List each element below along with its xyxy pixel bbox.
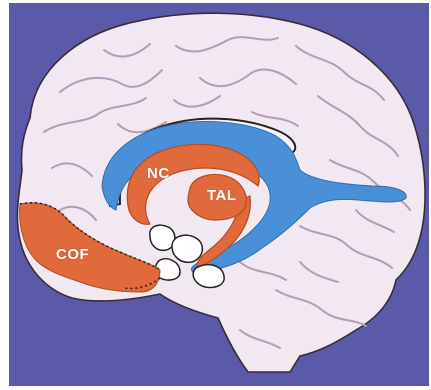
cof-label: COF: [56, 246, 89, 263]
nc-label: NC: [147, 165, 170, 182]
tal-label: TAL: [207, 187, 237, 204]
